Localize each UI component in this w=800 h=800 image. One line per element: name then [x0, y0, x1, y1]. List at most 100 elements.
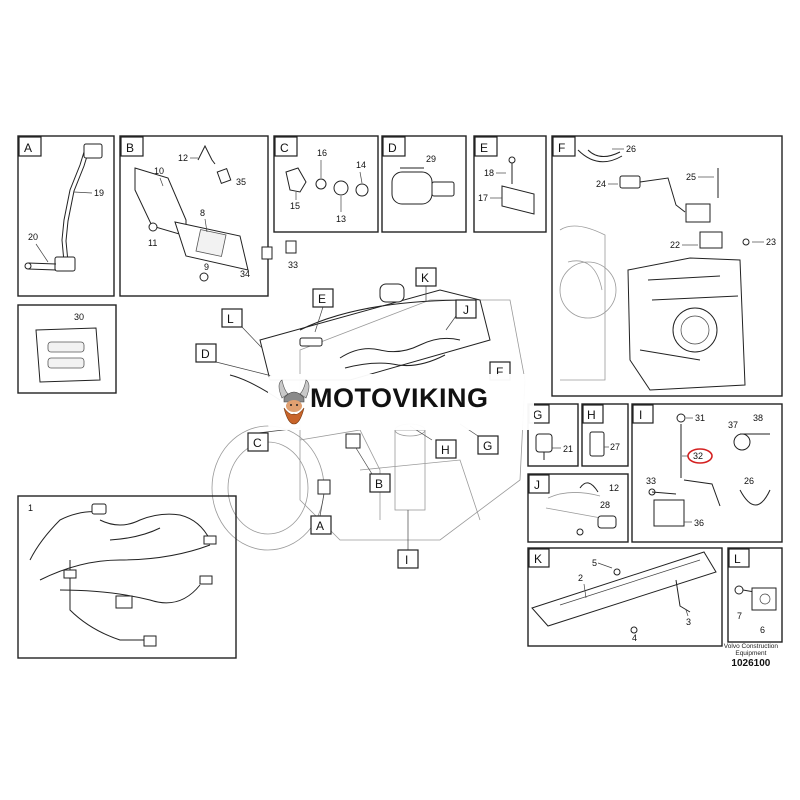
- callout-j: J: [463, 303, 469, 317]
- crank-sensor-illustration: [24, 143, 103, 272]
- callout-k: K: [421, 271, 429, 285]
- callout-d: D: [201, 347, 210, 361]
- panel-h-letter: H: [587, 408, 596, 422]
- svg-text:35: 35: [236, 177, 246, 187]
- panel-l: L 7 6: [727, 547, 783, 643]
- panel-e: E 18 17: [473, 135, 547, 233]
- panel-a-letter: A: [24, 141, 32, 155]
- callout-i: I: [405, 553, 408, 567]
- callout-a: A: [316, 519, 324, 533]
- svg-text:29: 29: [426, 154, 436, 164]
- panel-e-letter: E: [480, 141, 488, 155]
- panel-c: C 16 14 15 13: [273, 135, 379, 233]
- viking-logo-icon: [278, 379, 310, 425]
- clamp-j-illustration: [545, 482, 617, 536]
- bracket-illustration: [134, 144, 297, 282]
- watermark-banner: [268, 374, 534, 430]
- svg-text:31: 31: [695, 413, 705, 423]
- sensor-c-illustration: [285, 167, 369, 197]
- callout-e: E: [318, 292, 326, 306]
- panel-k-letter: K: [534, 552, 542, 566]
- svg-text:21: 21: [563, 444, 573, 454]
- svg-text:27: 27: [610, 442, 620, 452]
- panel-a: A 19 20: [17, 135, 115, 297]
- svg-text:10: 10: [154, 166, 164, 176]
- svg-text:19: 19: [94, 188, 104, 198]
- panel-f-letter: F: [558, 141, 565, 155]
- svg-text:34: 34: [240, 269, 250, 279]
- watermark-text: MOTOVIKING: [310, 383, 489, 413]
- panel-j: J 12 28: [527, 473, 629, 543]
- svg-text:23: 23: [766, 237, 776, 247]
- svg-text:18: 18: [484, 168, 494, 178]
- svg-text:13: 13: [336, 214, 346, 224]
- panel-ecu: 30: [17, 304, 117, 394]
- panel-b-letter: B: [126, 141, 134, 155]
- svg-text:36: 36: [694, 518, 704, 528]
- panel-g-letter: G: [533, 408, 542, 422]
- svg-text:8: 8: [200, 208, 205, 218]
- panel-h: H 27: [581, 403, 629, 467]
- heat-shield-illustration: [531, 551, 717, 634]
- svg-text:22: 22: [670, 240, 680, 250]
- svg-text:11: 11: [148, 238, 157, 248]
- panel-i-letter: I: [639, 408, 642, 422]
- svg-text:33: 33: [288, 260, 298, 270]
- svg-text:2: 2: [578, 573, 583, 583]
- svg-text:14: 14: [356, 160, 366, 170]
- callout-f: F: [496, 365, 503, 379]
- svg-text:17: 17: [478, 193, 488, 203]
- callout-c: C: [253, 436, 262, 450]
- svg-text:20: 20: [28, 232, 38, 242]
- svg-text:6: 6: [760, 625, 765, 635]
- panel-b: B 12 35 10 8 11 9 34 33: [119, 135, 298, 297]
- highlighted-part-32: 32: [693, 451, 703, 461]
- solenoid-illustration: [391, 167, 455, 205]
- svg-text:3: 3: [686, 617, 691, 627]
- svg-text:26: 26: [626, 144, 636, 154]
- panel-i: I 31 37 38 32 33 26 36: [631, 403, 783, 543]
- panel-d-letter: D: [388, 141, 397, 155]
- diagram-credit: Volvo Construction Equipment 1026100: [723, 643, 778, 669]
- svg-text:25: 25: [686, 172, 696, 182]
- timing-cover-illustration: [559, 149, 750, 391]
- svg-text:37: 37: [728, 420, 738, 430]
- engine-callouts: K E J L D F C H G B A I: [195, 267, 511, 569]
- panel-k: K 5 2 4 3: [527, 547, 723, 647]
- panel-j-letter: J: [534, 478, 540, 492]
- callout-g: G: [483, 439, 492, 453]
- panel-harness: 1: [17, 495, 237, 659]
- svg-text:26: 26: [744, 476, 754, 486]
- ecu-illustration: [35, 327, 101, 383]
- callout-b: B: [375, 477, 383, 491]
- sensor-h-illustration: [589, 431, 605, 457]
- svg-text:7: 7: [737, 611, 742, 621]
- credit-company: Volvo Construction: [723, 643, 778, 650]
- panel-f: F 26 24 25 22 23: [551, 135, 783, 397]
- svg-text:28: 28: [600, 500, 610, 510]
- panel-l-letter: L: [734, 552, 741, 566]
- svg-text:4: 4: [632, 633, 637, 643]
- sensor-g-illustration: [535, 433, 553, 460]
- svg-text:1: 1: [28, 503, 33, 513]
- harness-illustration: [29, 503, 217, 647]
- sensor-i-illustration: [648, 413, 771, 527]
- svg-text:12: 12: [609, 483, 619, 493]
- svg-text:15: 15: [290, 201, 300, 211]
- svg-text:12: 12: [178, 153, 188, 163]
- svg-text:30: 30: [74, 312, 84, 322]
- credit-company-line2: Equipment: [735, 649, 767, 657]
- callout-h: H: [441, 443, 450, 457]
- svg-text:9: 9: [204, 262, 209, 272]
- diagram-code: 1026100: [731, 657, 771, 669]
- panel-c-letter: C: [280, 141, 289, 155]
- panel-d: D 29: [381, 135, 467, 233]
- svg-text:38: 38: [753, 413, 763, 423]
- bracket-l-illustration: [734, 585, 777, 611]
- svg-text:16: 16: [317, 148, 327, 158]
- svg-text:24: 24: [596, 179, 606, 189]
- sensor-e-illustration: [501, 156, 535, 215]
- svg-text:33: 33: [646, 476, 656, 486]
- panel-g: G 21: [527, 403, 579, 467]
